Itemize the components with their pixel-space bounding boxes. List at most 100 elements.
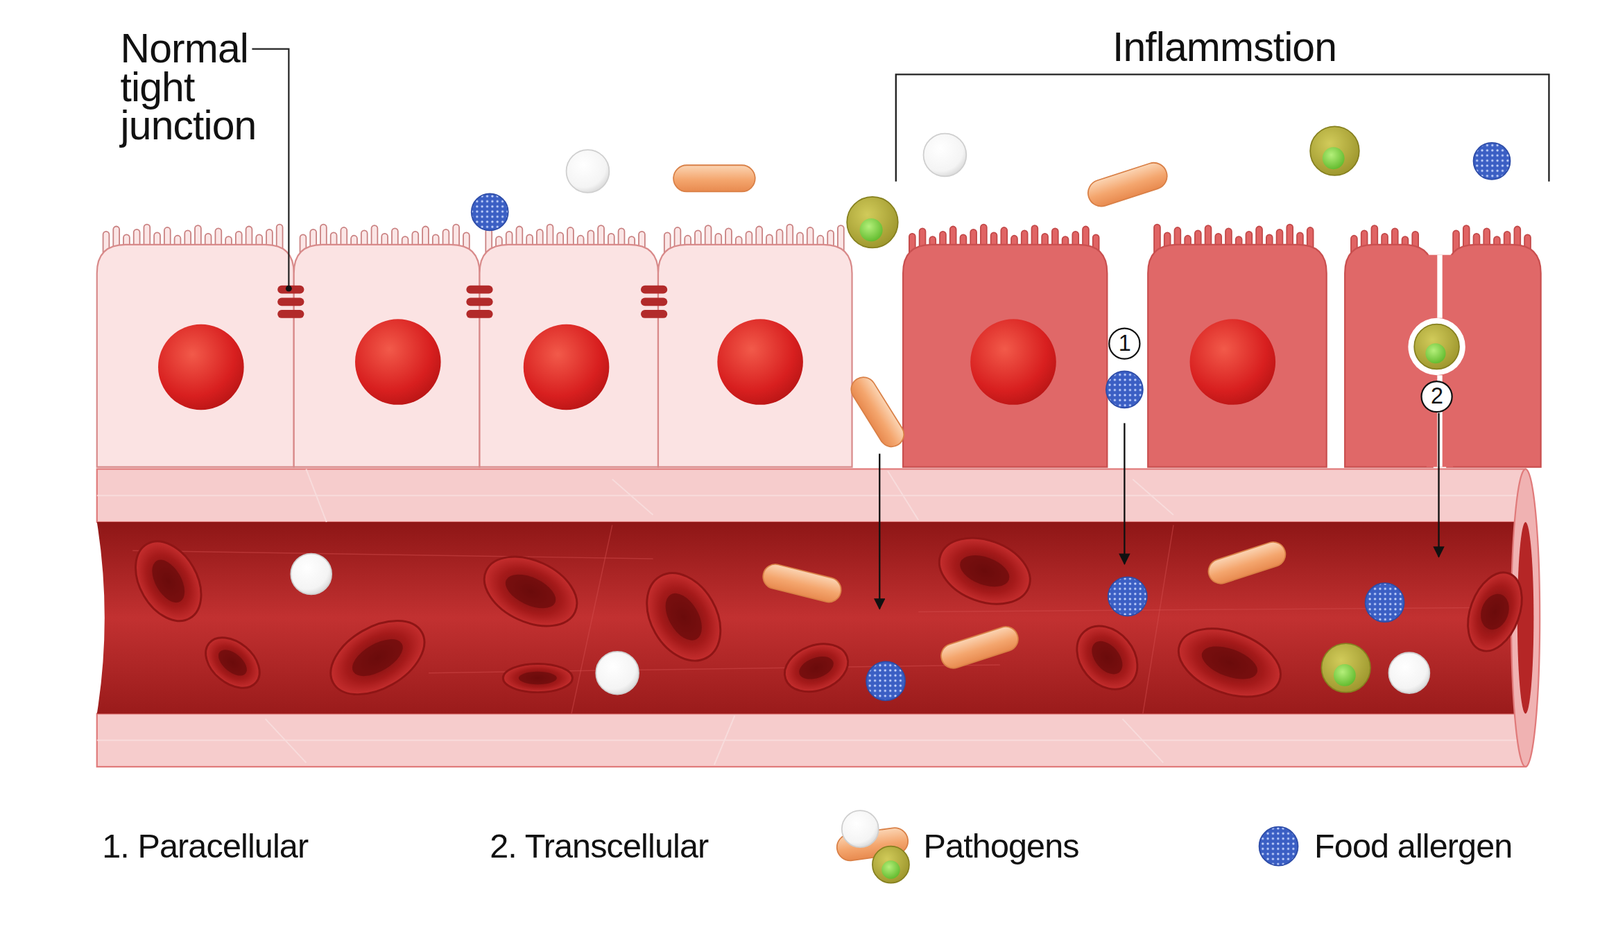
rbc-body <box>472 543 588 641</box>
transcytotic-vesicle <box>1407 318 1465 376</box>
lumen-line <box>1142 525 1174 714</box>
rbc-center <box>500 568 561 616</box>
red-blood-cell <box>472 543 588 641</box>
tight-junction-strand <box>640 285 668 295</box>
blood-vessel <box>97 469 1540 768</box>
normal-epithelial-cell <box>658 244 853 468</box>
rbc-body <box>930 526 1039 616</box>
vessel-wall-line <box>97 495 1521 497</box>
callout-circle <box>1421 381 1453 412</box>
rod-pathogen <box>1084 159 1171 211</box>
normal-epithelial-cell <box>97 244 295 468</box>
white-pathogen <box>923 133 967 177</box>
cell-nucleus <box>523 324 610 411</box>
white-pathogen <box>595 651 639 695</box>
red-blood-cell <box>196 627 270 699</box>
region-label: Inflammstion <box>1050 24 1398 70</box>
rbc-body <box>318 606 438 711</box>
rod-pathogen <box>937 623 1021 672</box>
food-allergen-particle <box>1106 371 1143 408</box>
vessel-wall-top <box>97 469 1526 523</box>
inflamed-epithelial-cell <box>1147 244 1327 468</box>
tight-junction-strand <box>466 285 493 295</box>
red-blood-cell <box>631 560 736 675</box>
food-allergen-particle <box>1473 142 1511 180</box>
olive-pathogen <box>846 196 899 249</box>
rod-pathogen <box>846 372 909 451</box>
red-blood-cell <box>1169 615 1290 710</box>
rbc-center <box>518 672 557 686</box>
cell-nucleus <box>355 319 442 406</box>
rbc-body <box>1064 614 1150 702</box>
tight-junction-strand <box>277 310 304 319</box>
route-arrow <box>878 453 881 609</box>
red-blood-cell <box>1064 614 1150 702</box>
rbc-body <box>502 663 573 693</box>
food-allergen-particle <box>866 661 906 701</box>
route-arrow <box>1123 423 1125 564</box>
legend-white <box>841 810 879 848</box>
rbc-body <box>196 627 270 699</box>
red-blood-cell <box>930 526 1039 616</box>
tight-junction-strand <box>277 285 304 295</box>
olive-pathogen-core <box>1322 147 1345 170</box>
junction-label: Normal tight junction <box>120 28 274 145</box>
rod-pathogen <box>760 561 844 605</box>
vessel-wall-line <box>97 740 1521 742</box>
leader-dot <box>285 285 292 292</box>
tight-junction-strand <box>466 310 493 319</box>
legend-olive <box>872 846 910 884</box>
cell-nucleus <box>717 319 804 406</box>
lumen-line <box>132 550 653 559</box>
white-pathogen <box>566 149 610 193</box>
white-pathogen <box>1388 652 1430 694</box>
cell-nucleus <box>970 319 1057 406</box>
olive-pathogen-core <box>1333 664 1356 687</box>
rbc-center <box>213 644 252 681</box>
callout-number: 2 <box>1421 381 1453 412</box>
red-blood-cell <box>318 606 438 711</box>
rbc-center <box>955 549 1014 593</box>
rbc-center <box>658 587 710 648</box>
red-blood-cell <box>502 663 573 693</box>
rbc-body <box>1457 565 1533 659</box>
rod-pathogen <box>1205 538 1289 587</box>
vessel-wall-bottom <box>97 713 1526 767</box>
rbc-center <box>1197 640 1263 686</box>
tight-junction-strand <box>640 310 668 319</box>
olive-pathogen <box>1321 643 1371 693</box>
olive-pathogen <box>1310 126 1360 176</box>
rbc-center <box>796 652 838 684</box>
callout-circle <box>1108 328 1140 360</box>
cell-nucleus <box>1190 319 1277 406</box>
food-allergen-particle <box>1365 583 1405 623</box>
vessel-end-lumen <box>1517 522 1535 714</box>
olive-pathogen-core <box>1425 343 1446 364</box>
vessel-wall-line <box>612 479 654 515</box>
rbc-center <box>1475 590 1515 634</box>
cell-nucleus <box>158 324 245 411</box>
red-blood-cell <box>1457 565 1533 659</box>
tight-junction-strand <box>466 297 493 306</box>
inflammation-bracket <box>896 74 1550 182</box>
vessel-wall-line <box>1132 479 1174 515</box>
route-arrow <box>1437 413 1440 557</box>
inflamed-epithelial-cell <box>902 244 1107 468</box>
rbc-body <box>778 635 856 701</box>
legend-pathogen-sample <box>835 810 910 883</box>
rod-pathogen <box>673 165 756 192</box>
rbc-body <box>631 560 736 675</box>
vessel-lumen <box>97 522 1526 714</box>
legend-text: Pathogens <box>923 826 1190 867</box>
legend-olive-core <box>881 860 900 879</box>
rbc-body <box>1169 615 1290 710</box>
route-caption: 1. Paracellular <box>101 826 429 867</box>
food-allergen-particle <box>1108 577 1148 616</box>
legend-text: Food allergen <box>1314 826 1590 867</box>
callout-number: 1 <box>1108 328 1140 360</box>
tight-junction-strand <box>640 297 668 306</box>
red-blood-cell <box>122 529 215 633</box>
rbc-body <box>122 529 215 633</box>
